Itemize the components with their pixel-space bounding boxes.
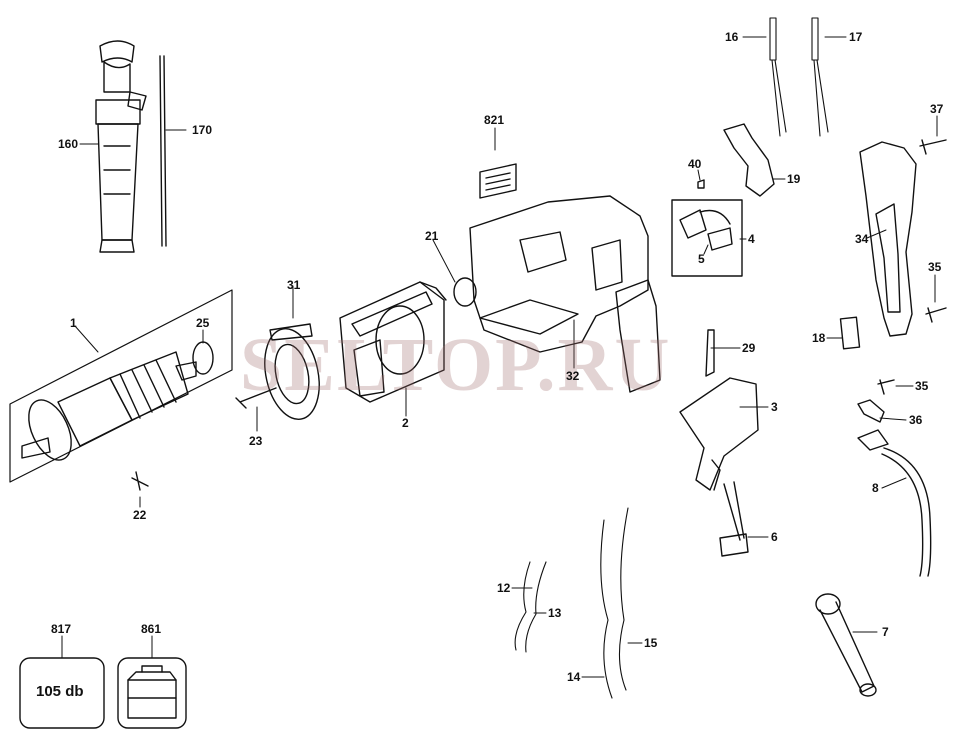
callout-5: 5 <box>698 252 705 266</box>
callout-35-lower: 35 <box>915 379 929 393</box>
depth-rod-drawing <box>159 55 167 247</box>
wire-6-drawing <box>719 481 749 557</box>
callout-817: 817 <box>51 622 72 636</box>
callout-22: 22 <box>133 508 147 522</box>
cord-protector-drawing <box>815 593 877 697</box>
watermark: SELTOP.RU <box>240 323 672 407</box>
callout-1: 1 <box>70 316 77 330</box>
brush-leads-drawing <box>769 17 829 137</box>
bearing-21-drawing <box>453 277 477 307</box>
callout-37: 37 <box>930 102 944 116</box>
screw-23-drawing <box>235 387 277 409</box>
power-cord-drawing <box>881 447 932 577</box>
callout-2: 2 <box>402 416 409 430</box>
callout-17: 17 <box>849 30 863 44</box>
leader-lines <box>61 36 938 678</box>
callout-34: 34 <box>855 232 869 246</box>
decibel-text: 105 db <box>36 683 84 700</box>
callout-4: 4 <box>748 232 755 246</box>
cord-clamp-drawing <box>857 379 895 451</box>
callout-40: 40 <box>688 157 702 171</box>
brush-holder-drawing <box>697 123 775 197</box>
callout-3: 3 <box>771 400 778 414</box>
callout-6: 6 <box>771 530 778 544</box>
side-handle-drawing <box>95 40 147 253</box>
rear-handle-drawing <box>859 139 947 337</box>
callout-19: 19 <box>787 172 801 186</box>
kitbox-box <box>117 657 187 729</box>
decibel-box <box>19 657 105 729</box>
callout-8: 8 <box>872 481 879 495</box>
callout-861: 861 <box>141 622 162 636</box>
housing-drawing <box>469 195 661 393</box>
brush-block-drawing <box>839 316 861 350</box>
callout-15: 15 <box>644 636 658 650</box>
field-drawing <box>339 281 447 403</box>
callout-31: 31 <box>287 278 301 292</box>
callout-23: 23 <box>249 434 263 448</box>
callout-12: 12 <box>497 581 511 595</box>
callout-160: 160 <box>58 137 79 151</box>
baffle-drawing <box>264 323 320 421</box>
label-plate-drawing <box>479 163 517 199</box>
bearing-drawing <box>192 341 214 375</box>
wires-drawing <box>514 507 629 699</box>
armature-drawing <box>9 289 233 483</box>
callout-35-upper: 35 <box>928 260 942 274</box>
brush-kit-drawing <box>671 199 743 277</box>
callout-14: 14 <box>567 670 581 684</box>
callout-16: 16 <box>725 30 739 44</box>
callout-32: 32 <box>566 369 580 383</box>
callout-36: 36 <box>909 413 923 427</box>
callout-821: 821 <box>484 113 505 127</box>
callout-29: 29 <box>742 341 756 355</box>
screw-22-drawing <box>131 471 149 491</box>
callout-21: 21 <box>425 229 439 243</box>
callout-7: 7 <box>882 625 889 639</box>
callout-13: 13 <box>548 606 562 620</box>
callout-170: 170 <box>192 123 213 137</box>
switch-drawing <box>679 329 759 491</box>
callout-18: 18 <box>812 331 826 345</box>
callout-25: 25 <box>196 316 210 330</box>
